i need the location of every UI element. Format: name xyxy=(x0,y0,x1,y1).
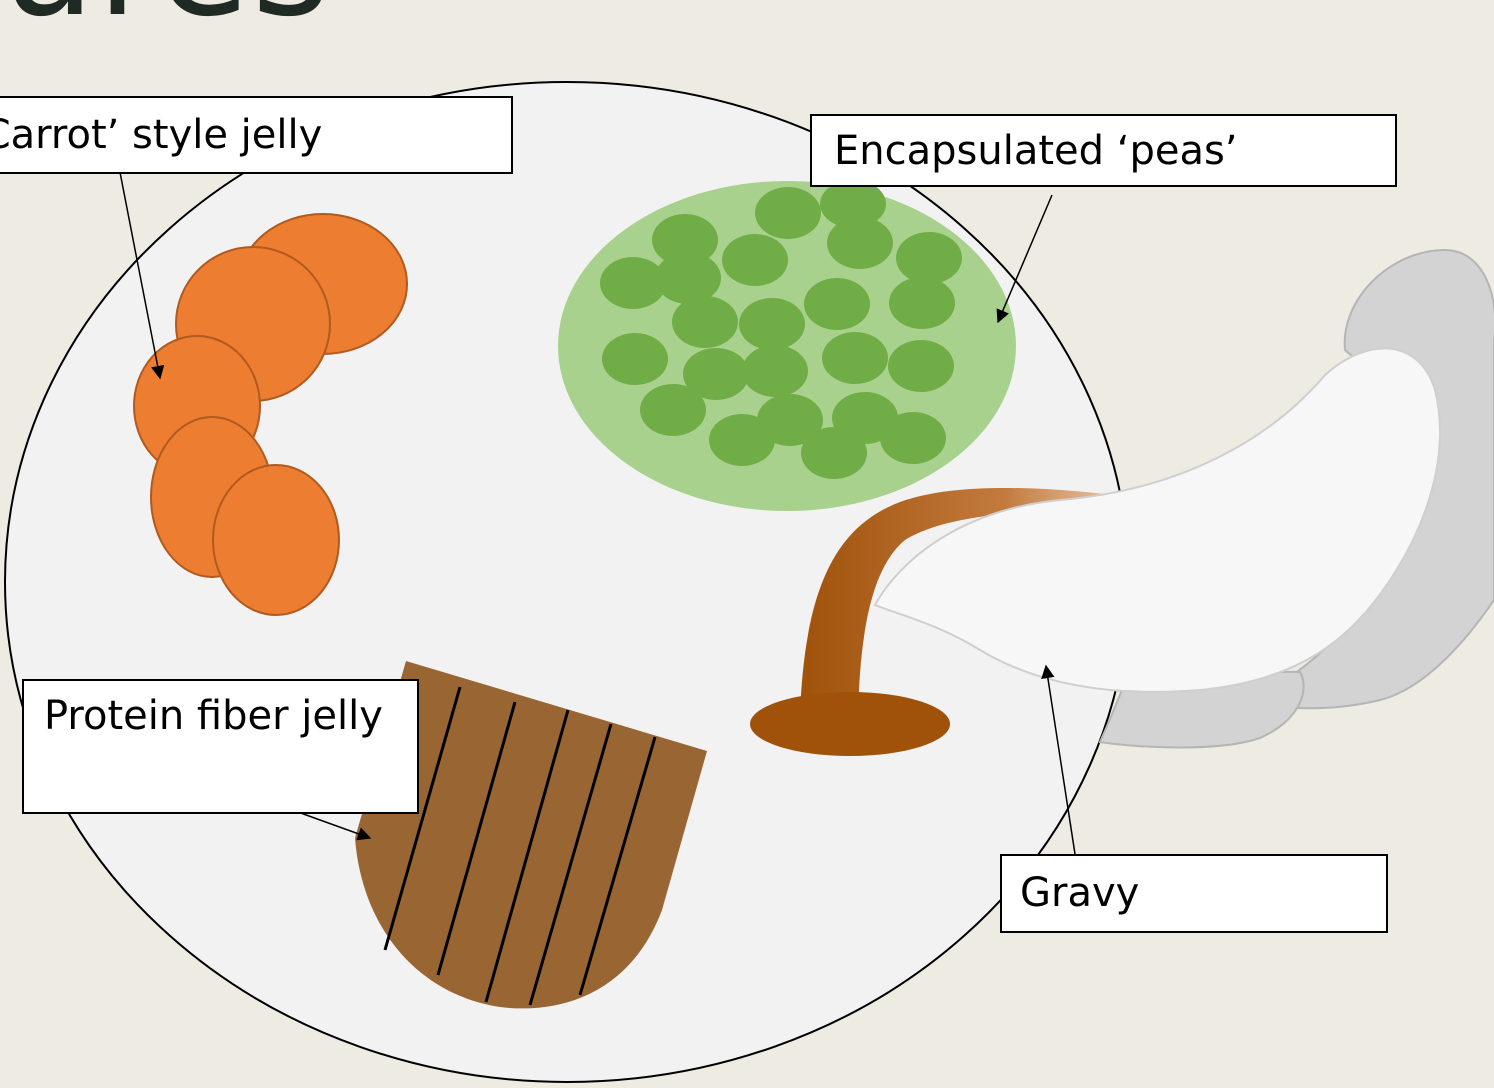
pea xyxy=(896,232,962,284)
gravy-puddle xyxy=(750,692,950,756)
carrot-jelly-label: ‘Carrot’ style jelly xyxy=(0,96,513,174)
protein-jelly-label: Protein fiber jelly xyxy=(22,679,419,814)
pea xyxy=(602,333,668,385)
pea xyxy=(889,277,955,329)
gravy-label: Gravy xyxy=(1000,854,1388,933)
pea xyxy=(822,332,888,384)
pea xyxy=(640,384,706,436)
pea xyxy=(672,296,738,348)
pea xyxy=(804,278,870,330)
pea xyxy=(827,217,893,269)
pea xyxy=(801,427,867,479)
carrot-slice xyxy=(213,465,339,615)
pea xyxy=(722,234,788,286)
peas-label: Encapsulated ‘peas’ xyxy=(810,114,1397,187)
pea xyxy=(742,345,808,397)
pea xyxy=(709,414,775,466)
slide-title-fragment: ures xyxy=(0,0,332,38)
pea xyxy=(755,187,821,239)
carrot-jelly-label-text: ‘Carrot’ style jelly xyxy=(0,112,322,158)
peas-dish xyxy=(558,180,1016,511)
pea xyxy=(880,412,946,464)
pea xyxy=(888,340,954,392)
pea xyxy=(739,298,805,350)
pea xyxy=(655,252,721,304)
